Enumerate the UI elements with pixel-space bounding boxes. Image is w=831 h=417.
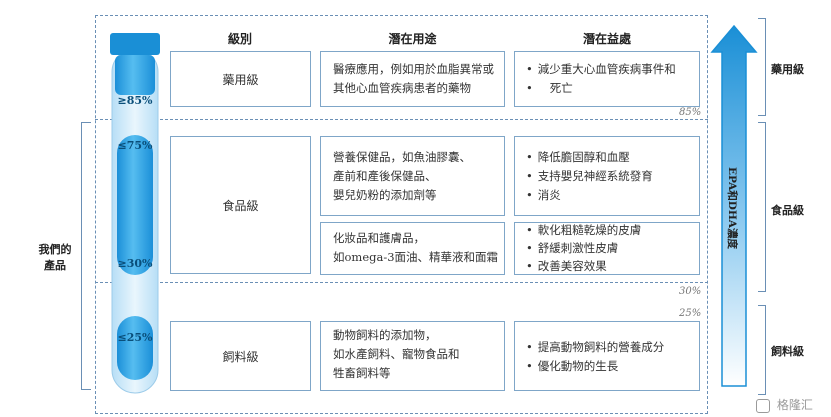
list-item: 降低膽固醇和血壓 xyxy=(526,148,653,167)
food-benefits-a: 降低膽固醇和血壓 支持嬰兒神經系統發育 消炎 xyxy=(526,148,653,205)
pct-30: 30% xyxy=(679,286,702,297)
food-benefits-b: 軟化粗糙乾燥的皮膚 舒緩刺激性皮膚 改善美容效果 xyxy=(526,221,642,275)
separator-30 xyxy=(95,282,708,283)
feed-benefits: 提高動物飼料的營養成分 優化動物的生長 xyxy=(526,338,665,376)
right-label-food: 食品級 xyxy=(771,204,804,217)
threshold-75: ≤75% xyxy=(117,139,153,152)
list-item: 支持嬰兒神經系統發育 xyxy=(526,167,653,186)
food-use-a-box xyxy=(320,136,505,216)
pharma-use-box xyxy=(320,51,505,107)
list-item: 舒緩刺激性皮膚 xyxy=(526,239,641,257)
list-item: 提高動物飼料的營養成分 xyxy=(526,338,665,357)
pharma-benefits: 減少重大心血管疾病事件和 死亡 xyxy=(526,60,676,98)
outer-dashed-frame xyxy=(95,15,708,414)
food-bracket xyxy=(758,122,766,292)
feed-grade: 飼料級 xyxy=(222,350,259,364)
right-label-feed: 飼料級 xyxy=(771,345,804,358)
list-item: 減少重大心血管疾病事件和 xyxy=(526,60,676,79)
watermark-icon xyxy=(756,398,770,413)
food-grade-box xyxy=(170,136,311,274)
food-use-b-box xyxy=(320,222,505,275)
products-bracket xyxy=(81,122,91,390)
pharma-grade: 藥用級 xyxy=(222,73,259,87)
right-label-pharma: 藥用級 xyxy=(771,63,804,76)
feed-use: 動物飼料的添加物，如水產飼料、寵物食品和牲畜飼料等 xyxy=(333,328,460,380)
list-item: 消炎 xyxy=(526,186,653,205)
concentration-arrow xyxy=(710,24,758,387)
pct-25: 25% xyxy=(679,308,702,319)
pharma-grade-box xyxy=(170,51,311,107)
feed-use-box xyxy=(320,321,505,391)
threshold-85: ≥85% xyxy=(117,94,153,107)
pharma-use: 醫療應用，例如用於血脂異常或其他心血管疾病患者的藥物 xyxy=(333,62,494,95)
pct-85: 85% xyxy=(679,107,702,118)
list-item: 軟化粗糙乾燥的皮膚 xyxy=(526,221,642,239)
concentration-tube xyxy=(110,33,160,394)
products-label: 我們的 產品 xyxy=(38,243,72,272)
threshold-30: ≥30% xyxy=(117,257,153,270)
list-item: 死亡 xyxy=(526,79,676,98)
pharma-bracket xyxy=(758,18,766,116)
arrow-label: EPA和DHA濃度 xyxy=(726,167,738,249)
separator-85 xyxy=(95,119,708,120)
list-item: 優化動物的生長 xyxy=(526,357,664,376)
header-grade: 級別 xyxy=(227,32,252,46)
list-item: 改善美容效果 xyxy=(526,257,641,275)
header-benefit: 潛在益處 xyxy=(582,32,631,46)
food-use-b: 化妝品和護膚品，如omega-3面油、精華液和面霜 xyxy=(333,231,499,264)
food-grade: 食品級 xyxy=(222,199,259,213)
header-use: 潛在用途 xyxy=(388,32,437,46)
watermark-logo: 格隆汇 xyxy=(756,396,813,413)
food-use-a: 營養保健品，如魚油膠囊、產前和產後保健品、嬰兒奶粉的添加劑等 xyxy=(333,150,471,202)
feed-grade-box xyxy=(170,321,311,391)
feed-bracket xyxy=(758,305,766,395)
threshold-25: ≤25% xyxy=(117,331,153,344)
